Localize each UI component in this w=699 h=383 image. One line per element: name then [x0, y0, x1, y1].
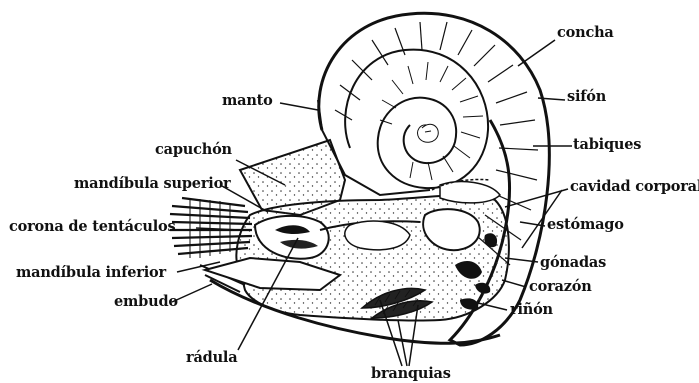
label-embudo: embudo — [114, 295, 178, 310]
label-corona-de-tentaculos: corona de tentáculos — [9, 220, 175, 235]
label-manto: manto — [222, 94, 273, 109]
shell-spiral-center — [418, 124, 439, 142]
label-concha: concha — [557, 26, 614, 41]
label-sifon: sifón — [567, 90, 606, 105]
label-gonadas: gónadas — [540, 256, 606, 271]
body-cavity-organ — [440, 182, 500, 203]
label-branquias: branquias — [371, 367, 451, 382]
label-estomago: estómago — [547, 218, 624, 233]
label-mandibula-inferior: mandíbula inferior — [16, 266, 166, 281]
label-rinon: riñón — [510, 303, 553, 318]
label-mandibula-superior: mandíbula superior — [74, 177, 231, 192]
label-corazon: corazón — [529, 280, 592, 295]
shell-inner-whorl — [345, 50, 488, 189]
label-tabiques: tabiques — [573, 138, 641, 153]
label-cavidad-corporal: cavidad corporal — [570, 180, 699, 195]
label-capuchon: capuchón — [155, 143, 232, 158]
label-radula: rádula — [186, 351, 237, 366]
